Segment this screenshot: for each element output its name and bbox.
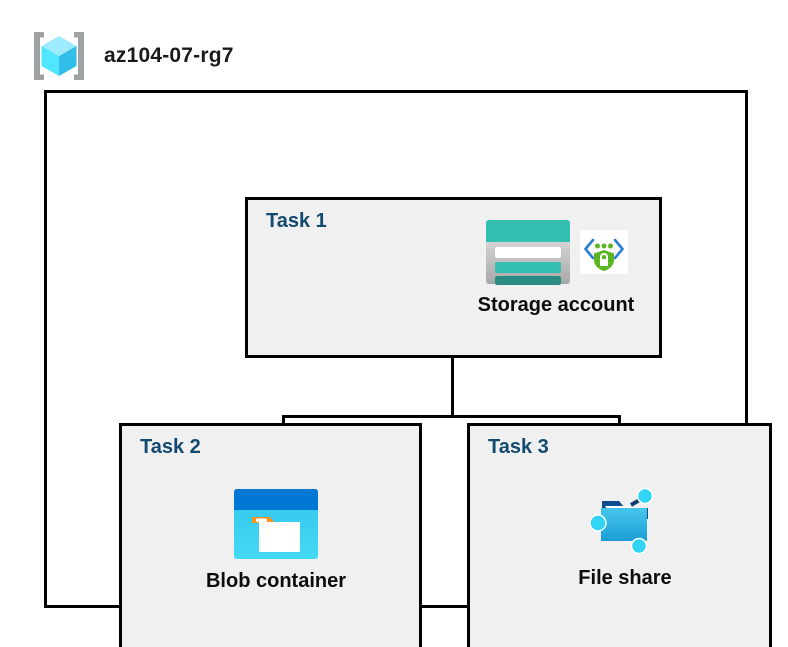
task-3-label: Task 3 (488, 436, 549, 458)
file-share-icon-row (585, 479, 665, 559)
task-3-box: Task 3 (467, 423, 772, 647)
security-shield-badge-icon (580, 230, 628, 274)
file-share-node[interactable]: File share (510, 479, 740, 590)
connector-storage-trunk (451, 358, 454, 418)
task-2-box: Task 2 (119, 423, 422, 647)
resource-group-cube-icon (30, 29, 88, 83)
connector-horizontal-bar (282, 415, 621, 418)
blob-container-icon-row (231, 486, 321, 562)
blob-container-node[interactable]: Blob container (166, 486, 386, 593)
storage-account-node[interactable]: Storage account (446, 218, 666, 317)
resource-group-title: az104-07-rg7 (104, 44, 234, 67)
storage-account-icon-row (484, 218, 628, 286)
blob-container-icon (231, 486, 321, 562)
resource-group-container: Task 1 (44, 90, 772, 647)
task-1-box: Task 1 (245, 197, 662, 358)
resource-group-header: az104-07-rg7 (30, 28, 234, 84)
file-share-icon (585, 479, 665, 559)
task-1-label: Task 1 (266, 210, 327, 232)
task-2-label: Task 2 (140, 436, 201, 458)
file-share-caption: File share (578, 567, 672, 589)
blob-container-caption: Blob container (205, 570, 346, 592)
storage-account-caption: Storage account (477, 294, 635, 316)
storage-account-icon (484, 218, 572, 286)
